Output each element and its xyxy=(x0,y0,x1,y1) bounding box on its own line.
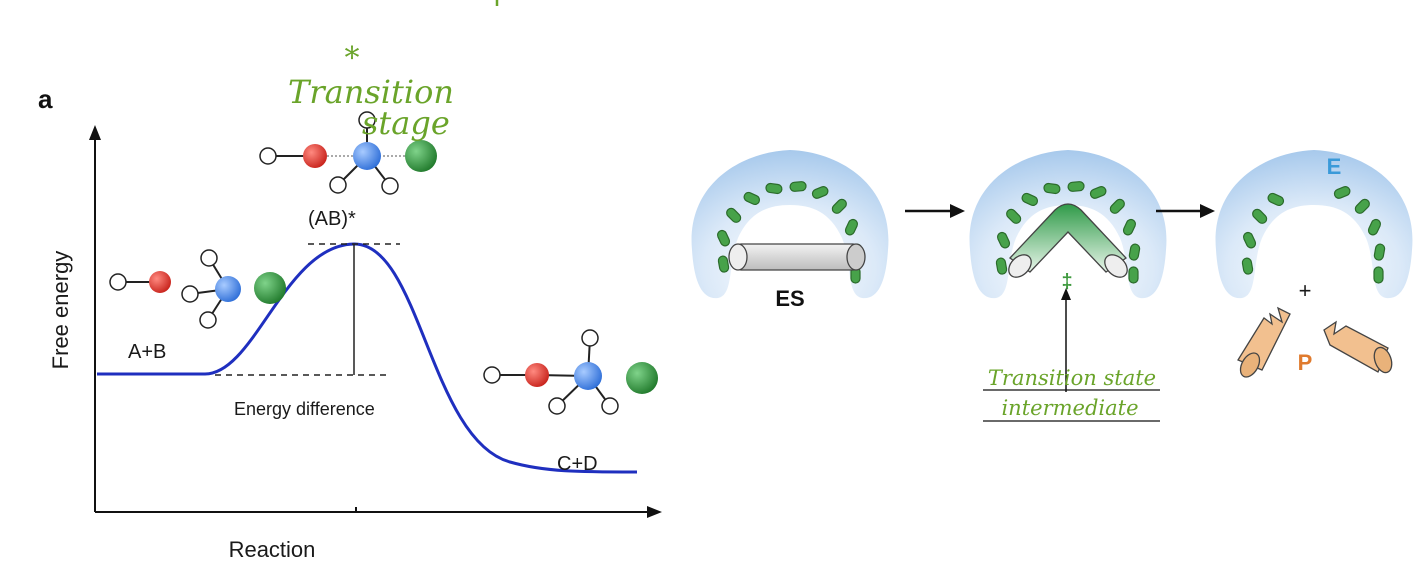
y-axis-arrow xyxy=(89,125,101,140)
reaction-arrow-1 xyxy=(905,204,965,218)
enzyme-label: E xyxy=(1327,154,1342,179)
reaction-arrow-2 xyxy=(1156,204,1215,218)
transition-state-label: (AB)* xyxy=(308,208,356,230)
panel-label: a xyxy=(38,84,53,114)
enzyme-shape xyxy=(691,150,889,299)
transition-state-molecule xyxy=(259,111,437,195)
complex-label: ES xyxy=(775,286,804,311)
products-label: C+D xyxy=(557,453,598,475)
x-axis-arrow xyxy=(647,506,662,518)
transition-symbol: ‡ xyxy=(1061,271,1072,293)
x-axis-label: Reaction xyxy=(229,537,316,562)
substrate-rod xyxy=(737,243,857,271)
transition-note-line2: stage xyxy=(362,104,450,142)
energy-diagram: a Free energy Reaction A+B (AB)* Energy … xyxy=(38,0,662,562)
reactant-molecules xyxy=(109,249,286,329)
transition-handwritten-note: * Transition stage xyxy=(288,0,499,142)
enzyme-mechanism-diagram: ES ‡ xyxy=(691,150,1413,422)
intermediate-handwritten-note: Transition state intermediate xyxy=(983,366,1160,422)
enzyme-shape xyxy=(1215,150,1413,299)
y-axis-label: Free energy xyxy=(48,251,73,370)
energy-difference-label: Energy difference xyxy=(234,399,375,419)
plus-sign: + xyxy=(1299,278,1312,303)
reactants-label: A+B xyxy=(128,341,166,363)
product-label: P xyxy=(1298,350,1313,375)
product-fragment-right xyxy=(1323,320,1393,374)
free-enzyme: E + P xyxy=(1215,150,1413,378)
enzyme-shape xyxy=(969,150,1167,299)
energy-curve xyxy=(97,242,638,474)
enzyme-substrate-complex: ES xyxy=(691,150,889,311)
intermediate-note-line2: intermediate xyxy=(1001,396,1138,420)
star-mark: * xyxy=(345,41,360,76)
transition-note-line1: Transition xyxy=(288,73,454,111)
product-molecules xyxy=(483,329,658,415)
intermediate-note-line1: Transition state xyxy=(988,366,1156,390)
strained-substrate xyxy=(1009,203,1127,273)
product-fragment-left xyxy=(1237,306,1291,378)
enzyme-transition-state: ‡ xyxy=(969,150,1167,392)
